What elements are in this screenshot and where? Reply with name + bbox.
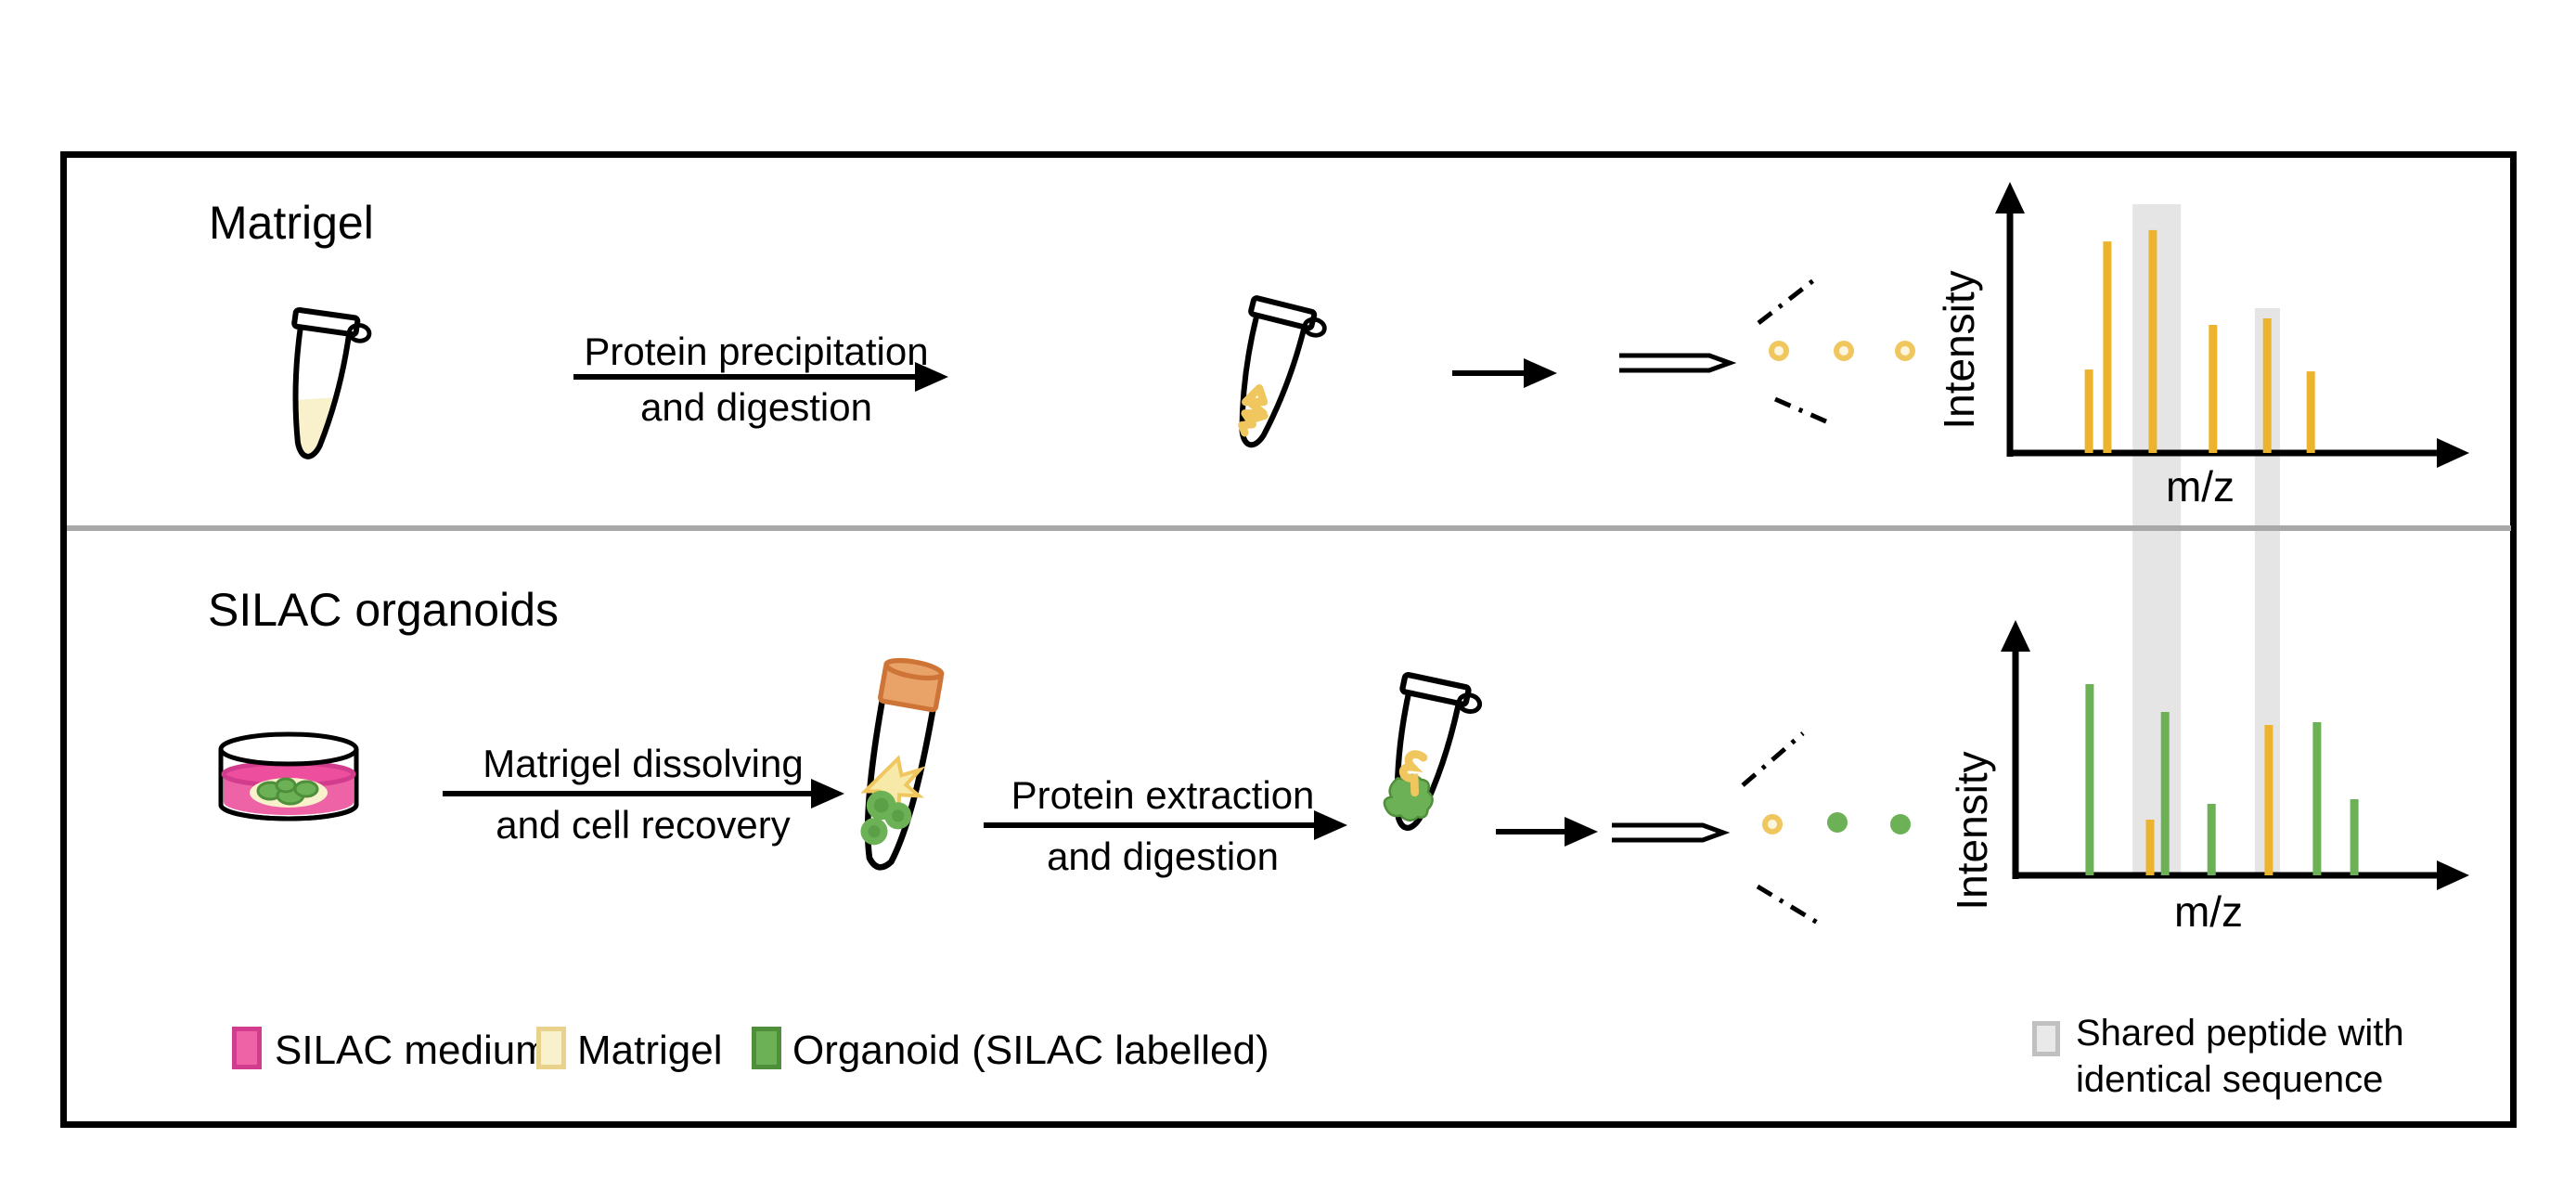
top-panel-title: Matrigel [209,197,374,249]
arrow-matrigel-dissolving [443,779,844,808]
x-axis [2007,438,2469,468]
y-axis [2001,620,2030,879]
heavy-peptide-peak [2312,722,2322,875]
bottom-spectrum-xlabel: m/z [2173,887,2244,936]
digested-organoid-tube-icon [1383,671,1483,831]
heavy-peptide-peak [2160,712,2170,875]
organoid-pellet [1383,773,1434,822]
step2-label-line1: Matrigel dissolving [483,742,804,785]
light-peptide-peak [2145,820,2155,875]
spray-cone-bottom [1741,731,1823,927]
spectrum-bars [2085,684,2359,875]
y-axis [1995,182,2025,457]
bottom-spectrum-ylabel: Intensity [1948,751,1997,911]
panel-divider [67,525,2511,531]
arrow-protein-extraction [984,810,1347,840]
ms-emitter-icon [1619,353,1737,373]
light-peptide-peak [2264,725,2273,875]
spray-droplets-bottom [1762,812,1911,834]
heavy-peptide-droplet-icon [1890,814,1911,834]
matrigel-spectrum [1995,182,2469,468]
heavy-peptide-droplet-icon [1827,812,1848,833]
light-peptide-peak [2148,229,2157,453]
falcon-tube-icon [860,657,945,871]
step1-label-line1: Protein precipitation [584,330,929,373]
organoid-swatch-icon [752,1027,781,1069]
light-peptide-droplet-icon [1769,341,1789,361]
heavy-peptide-peak [2350,799,2359,875]
spray-cone-top [1757,277,1836,428]
spray-droplets-top [1769,341,1915,361]
shared-peptide-label-line2: identical sequence [2076,1059,2384,1100]
arrow-to-ms-bottom [1496,817,1598,847]
step3-label-line2: and digestion [1047,834,1279,878]
light-peptide-droplet-icon [1762,814,1783,834]
step2-label-line2: and cell recovery [496,803,791,847]
spectrum-bars [2084,229,2315,453]
shared-peptide-swatch-icon [2032,1021,2060,1056]
digested-matrigel-tube-icon [1238,295,1327,448]
top-spectrum-xlabel: m/z [2165,462,2235,511]
petri-dish-icon [218,731,359,821]
step1-label-line2: and digestion [640,385,872,429]
step3-label-line1: Protein extraction [1011,773,1315,817]
bottom-panel-title: SILAC organoids [208,584,560,636]
light-peptide-peak [2262,318,2272,453]
shared-peptide-label-line1: Shared peptide with [2076,1013,2404,1054]
light-peptide-peak [2103,241,2112,453]
silac-medium-swatch-icon [232,1027,262,1069]
matrigel-tube-icon [291,306,372,459]
ms-emitter-icon [1612,822,1731,843]
organoid [275,777,297,794]
arrow-to-ms-top [1452,358,1557,388]
heavy-peptide-peak [2207,804,2216,875]
top-spectrum-ylabel: Intensity [1935,270,1984,430]
legend-label-matrigel: Matrigel [577,1028,723,1073]
x-axis [2013,860,2469,890]
silac-spectrum [2001,620,2469,890]
light-peptide-droplet-icon [1834,341,1854,361]
light-peptide-droplet-icon [1895,341,1915,361]
legend-label-silac-medium: SILAC medium [275,1028,549,1073]
legend-label-organoid: Organoid (SILAC labelled) [792,1028,1269,1073]
light-peptide-peak [2084,369,2093,453]
arrow-protein-precipitation [573,362,948,392]
figure-border [60,151,2517,1128]
light-peptide-peak [2306,371,2315,453]
light-peptide-peak [2209,325,2218,453]
matrigel-swatch-icon [536,1027,566,1069]
heavy-peptide-peak [2085,684,2094,875]
